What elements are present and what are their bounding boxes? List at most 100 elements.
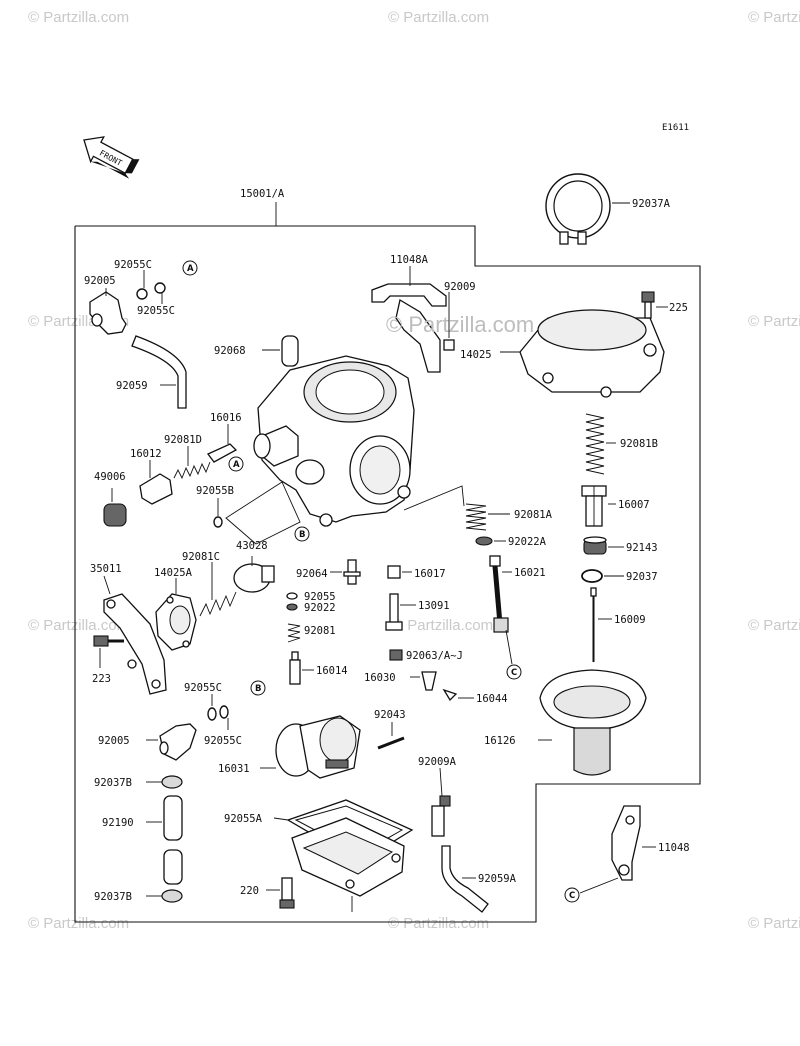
- part-label: 92005: [84, 275, 116, 287]
- part-92037B-clip-upper[interactable]: [146, 775, 183, 789]
- part-label: 92081A: [514, 509, 553, 521]
- part-43028-diaphragm[interactable]: [233, 556, 275, 593]
- watermark: © Partzilla.com: [748, 9, 800, 26]
- part-92005-fitting-lower[interactable]: [146, 723, 197, 761]
- part-label: 92037B: [94, 891, 132, 903]
- part-92068-cap[interactable]: [262, 335, 299, 367]
- part-223-screw[interactable]: [93, 635, 124, 668]
- part-92055B-oring[interactable]: [213, 498, 223, 528]
- part-49006-cap[interactable]: [103, 488, 127, 527]
- callout-a-upper: A: [182, 260, 198, 276]
- part-16016-pilot-jet[interactable]: [206, 424, 238, 463]
- part-92055C-orings-upper[interactable]: [136, 270, 166, 304]
- part-92022A-washer[interactable]: [475, 536, 506, 546]
- part-92022-washer[interactable]: [286, 603, 298, 611]
- part-92059A-hose[interactable]: [441, 845, 489, 913]
- part-16014-screw[interactable]: [289, 651, 314, 685]
- part-label: 92190: [102, 817, 134, 829]
- part-label: 92037B: [94, 777, 132, 789]
- part-92009-screw[interactable]: [443, 292, 455, 351]
- callout-b-upper: B: [294, 526, 310, 542]
- part-16007-needle-holder[interactable]: [581, 485, 616, 527]
- part-label: 16012: [130, 448, 162, 460]
- part-label: 92081: [304, 625, 336, 637]
- part-15001-carburetor-body[interactable]: [253, 355, 415, 527]
- leader-lines: [225, 481, 465, 545]
- watermark: © Partzilla.com: [748, 313, 800, 330]
- part-92005-fitting-upper[interactable]: [89, 288, 127, 335]
- part-label: 92037: [626, 571, 658, 583]
- part-label: 92064: [296, 568, 328, 580]
- watermark-group: © Partzilla.com © Partzilla.com © Partzi…: [28, 9, 800, 932]
- part-label: 35011: [90, 563, 122, 575]
- part-220-screw[interactable]: [266, 877, 295, 909]
- part-92037A-clamp[interactable]: [545, 173, 630, 245]
- part-92009A-screw[interactable]: [431, 767, 451, 837]
- part-label: 16021: [514, 567, 546, 579]
- part-label: 92081C: [182, 551, 220, 563]
- part-16030-float-valve[interactable]: [410, 671, 437, 691]
- watermark: © Partzilla.com: [28, 9, 129, 26]
- part-92059-hose[interactable]: [131, 335, 187, 409]
- part-label: 92009A: [418, 756, 457, 768]
- part-92064-screw[interactable]: [330, 559, 361, 585]
- part-label: 92055C: [184, 682, 222, 694]
- watermark-center: © Partzilla.com: [386, 312, 534, 337]
- diagram-code: E1611: [662, 123, 689, 133]
- watermark: © Partzilla.com: [748, 617, 800, 634]
- part-16009-jet-needle[interactable]: [590, 587, 612, 662]
- part-92063-main-jet[interactable]: [389, 649, 403, 661]
- part-label: 225: [669, 302, 688, 314]
- part-16021-holder[interactable]: [489, 555, 513, 665]
- part-label: 16007: [618, 499, 650, 511]
- part-label: 16009: [614, 614, 646, 626]
- part-92055C-orings-lower[interactable]: [207, 694, 229, 730]
- part-label: 92022A: [508, 536, 547, 548]
- part-92081C-spring[interactable]: [199, 562, 237, 617]
- part-92037-clip[interactable]: [581, 569, 624, 583]
- watermark: © Partzilla.com: [28, 617, 129, 634]
- part-16017-jet[interactable]: [387, 565, 412, 579]
- part-label: 223: [92, 673, 111, 685]
- part-92190-hose[interactable]: [146, 795, 183, 885]
- part-16012-pilot-screw[interactable]: [139, 460, 173, 505]
- part-float-bowl[interactable]: [291, 817, 405, 912]
- part-label: 92081D: [164, 434, 202, 446]
- callout-c-upper: C: [506, 664, 522, 680]
- part-14025A-cover[interactable]: [155, 578, 197, 651]
- part-label: 92068: [214, 345, 246, 357]
- part-11048A-bracket[interactable]: [371, 266, 447, 373]
- part-92081B-spring[interactable]: [585, 413, 616, 475]
- part-13091-needle-jet[interactable]: [385, 593, 416, 631]
- part-92055-oring[interactable]: [286, 592, 298, 600]
- part-labels: 92037A 11048A 92009 225 14025 92055C 920…: [84, 198, 690, 903]
- part-label: 16014: [316, 665, 348, 677]
- part-92043-pin[interactable]: [377, 722, 405, 750]
- part-label: 92022: [304, 602, 336, 614]
- svg-text:B: B: [299, 530, 305, 540]
- part-label: 14025: [460, 349, 492, 361]
- part-label: 16044: [476, 693, 508, 705]
- part-label: 92055A: [224, 813, 263, 825]
- part-92081A-spring[interactable]: [465, 503, 510, 531]
- watermark: © Partzilla.com: [28, 915, 129, 932]
- part-16031-throttle[interactable]: [260, 715, 361, 779]
- part-label: 43028: [236, 540, 268, 552]
- part-label: 11048A: [390, 254, 429, 266]
- part-92037B-clip-lower[interactable]: [146, 889, 183, 903]
- part-label: 92055C: [137, 305, 175, 317]
- part-label: 16016: [210, 412, 242, 424]
- part-35011-plate[interactable]: [103, 575, 167, 695]
- part-92081D-spring[interactable]: [173, 446, 211, 480]
- part-label: 11048: [658, 842, 690, 854]
- svg-text:C: C: [569, 891, 575, 901]
- part-225-screw[interactable]: [641, 291, 668, 319]
- part-92143-spacer[interactable]: [583, 536, 624, 555]
- part-16126-vacuum-piston[interactable]: [538, 669, 647, 776]
- callout-c-lower: C: [564, 887, 580, 903]
- part-14025-top-cover[interactable]: [500, 309, 665, 398]
- part-11048-bracket[interactable]: [579, 805, 656, 894]
- part-16044-pin[interactable]: [442, 688, 474, 702]
- part-label: 16126: [484, 735, 516, 747]
- part-92081-spring[interactable]: [287, 623, 301, 643]
